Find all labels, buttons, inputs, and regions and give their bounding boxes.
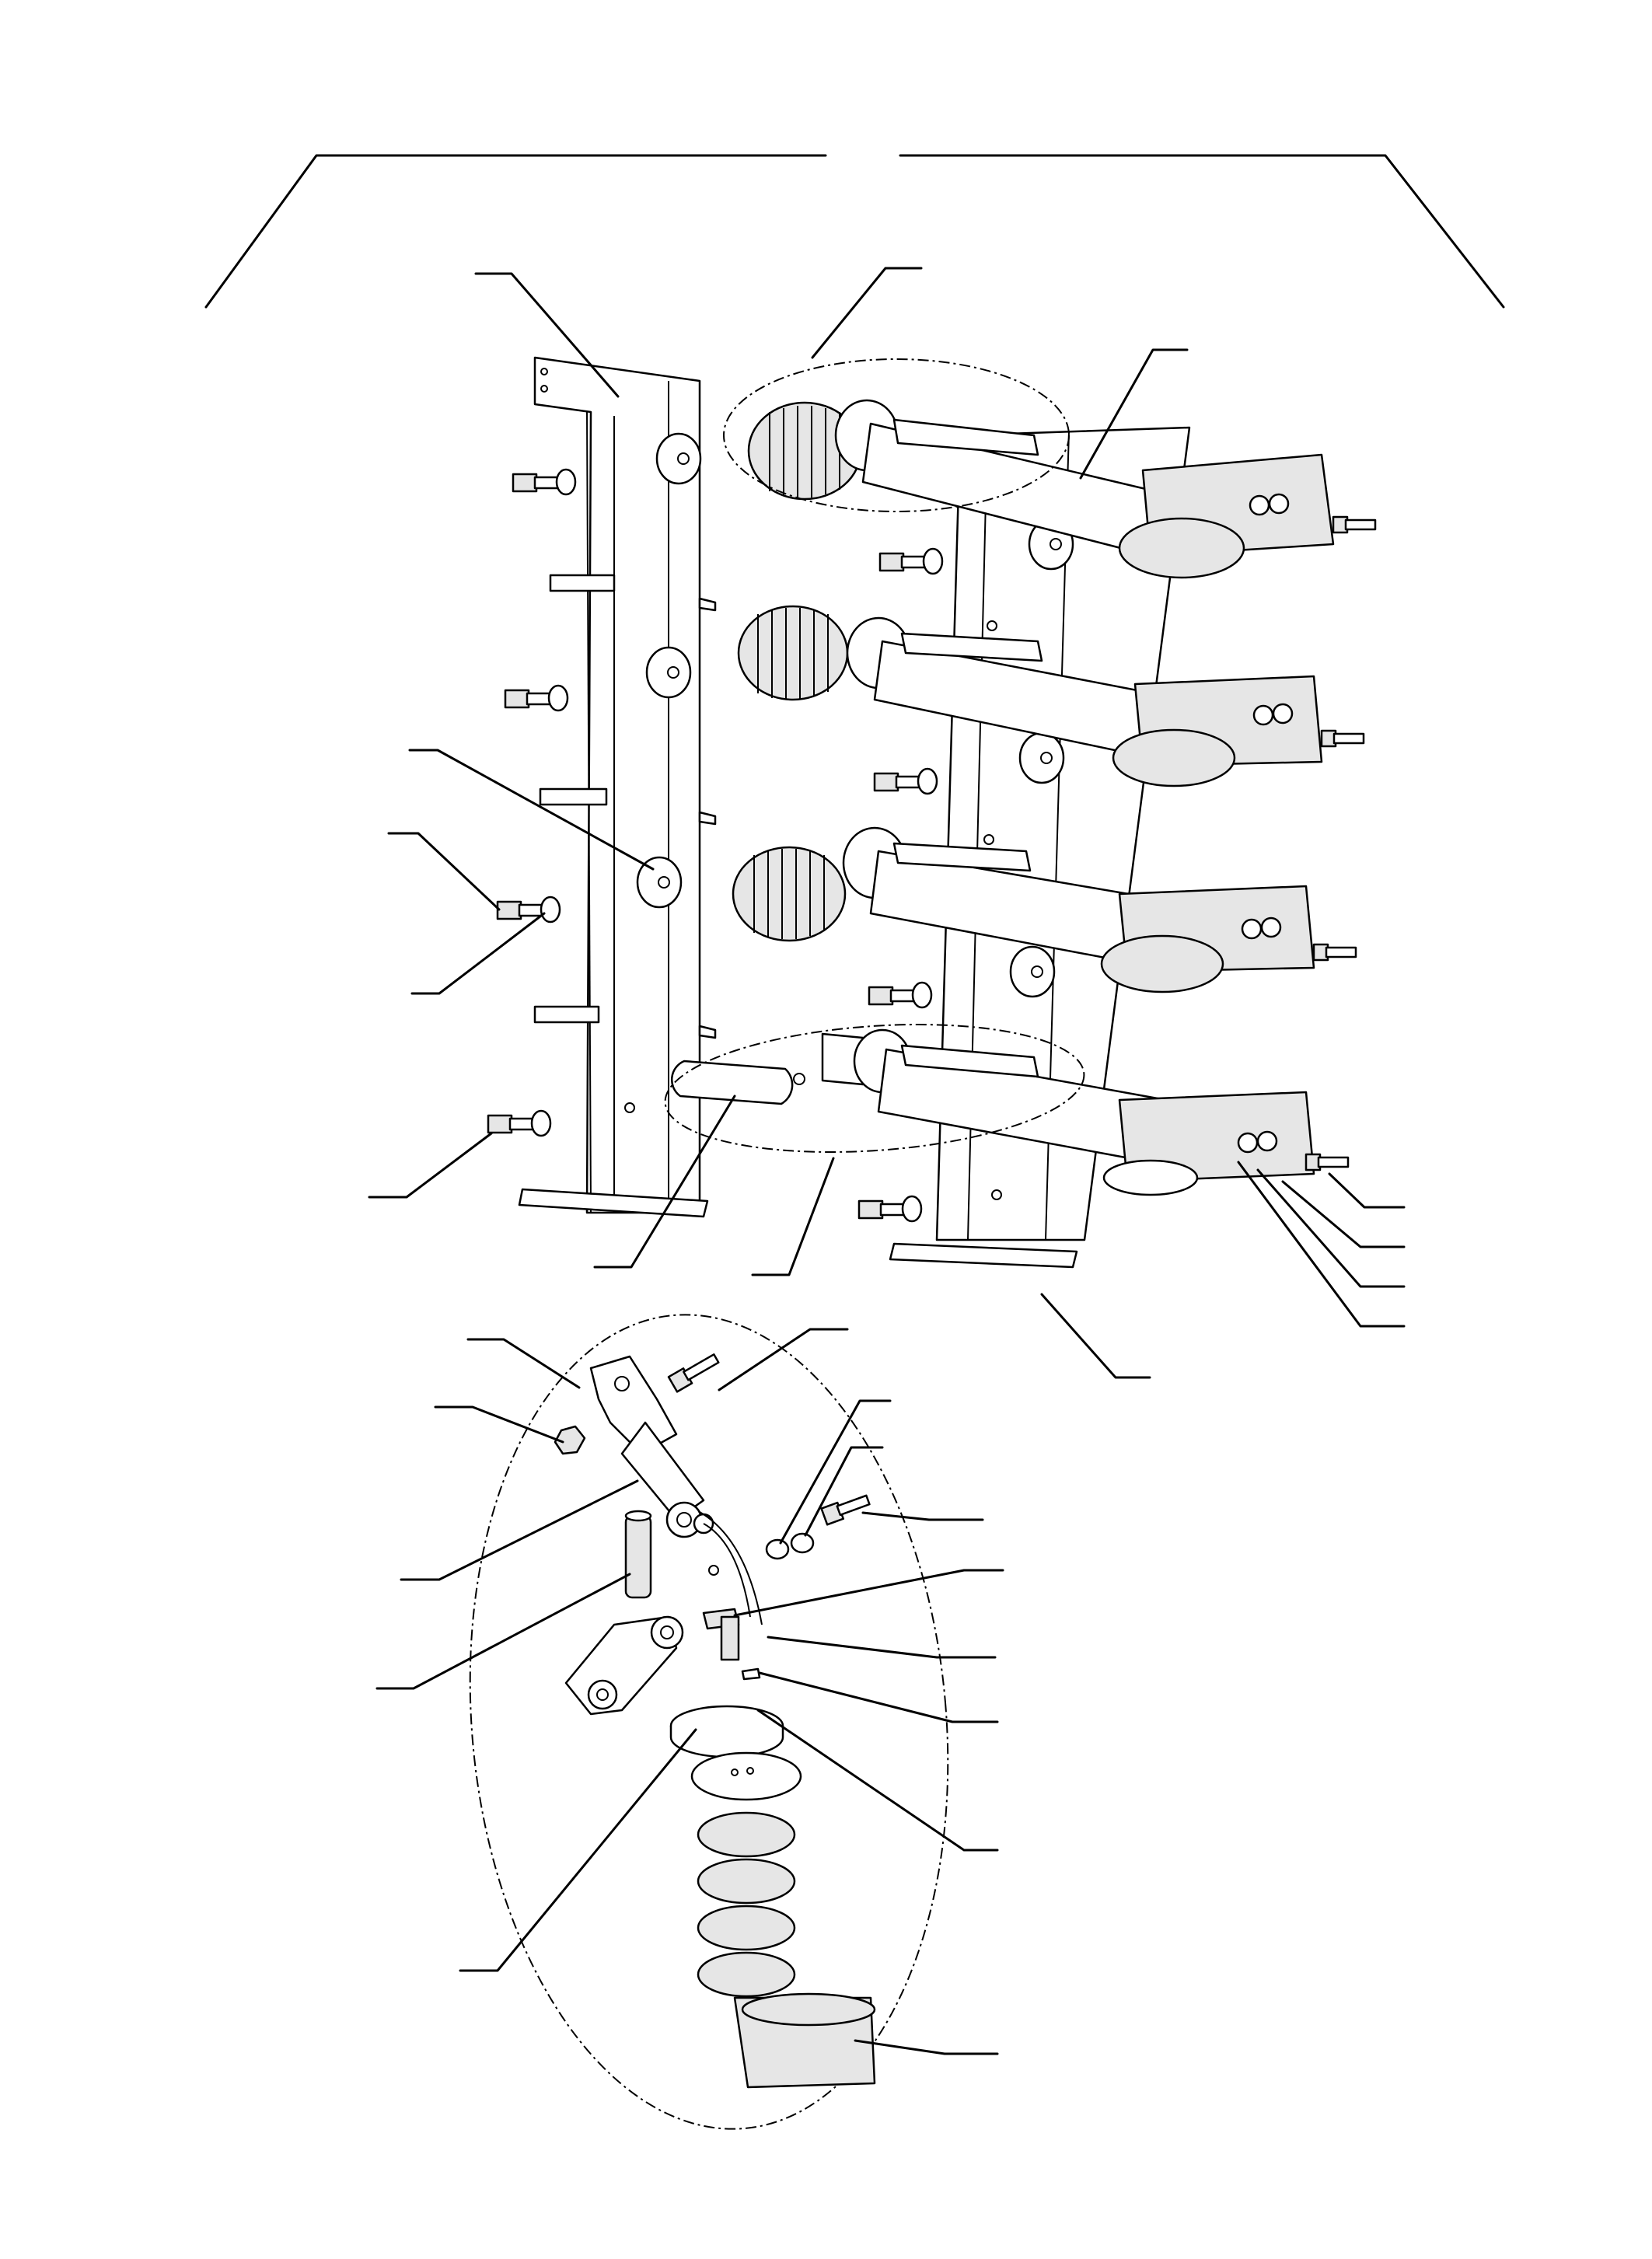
leader-lines-detail-view <box>375 1328 1004 2055</box>
right-frame-bolts <box>857 547 944 1223</box>
right-mounting-frame <box>889 426 1191 1269</box>
detail-switch-blade <box>589 1355 714 1538</box>
detail-region-lower <box>664 1024 1085 1153</box>
leader-lines-top-view <box>368 267 1406 1379</box>
detail-lower-arm <box>564 1608 740 1716</box>
switch-pole-3 <box>732 826 1357 993</box>
assembly-group-bracket <box>204 154 1505 309</box>
switch-pole-2 <box>737 605 1365 787</box>
detail-insulator <box>669 1705 876 2089</box>
switch-pole-1 <box>747 399 1377 579</box>
left-frame-bolts <box>487 468 577 1137</box>
detail-region-upper <box>723 358 1070 512</box>
detail-view-outline <box>469 1314 949 2130</box>
switch-pole-4 <box>670 1028 1350 1196</box>
detail-cylinder <box>624 1510 652 1599</box>
detail-hardware <box>554 1353 871 1681</box>
left-mounting-frame <box>518 356 717 1218</box>
detail-spring-link <box>699 1511 763 1625</box>
